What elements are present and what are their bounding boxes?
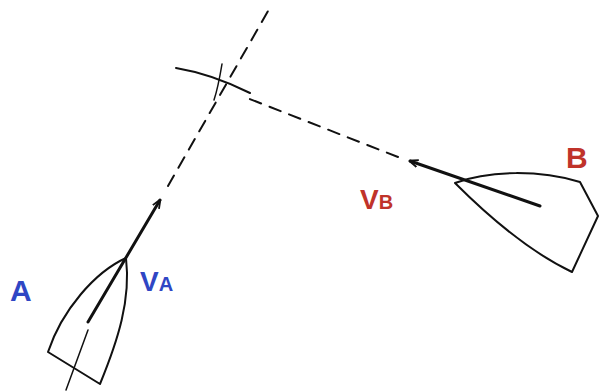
crossing-mark <box>176 68 250 93</box>
velocity-label: VA <box>140 268 173 296</box>
course-line-b <box>242 96 398 157</box>
crossing-mark-tick <box>214 64 222 100</box>
boat-a-line <box>66 330 88 390</box>
course-line-a <box>168 4 272 186</box>
boat-label: B <box>566 143 588 173</box>
boat-label: A <box>10 276 32 306</box>
velocity-label: VB <box>360 186 393 214</box>
velocity-arrow-a <box>88 200 160 322</box>
velocity-arrow-b <box>410 161 540 206</box>
boat-b-hull <box>455 173 598 272</box>
